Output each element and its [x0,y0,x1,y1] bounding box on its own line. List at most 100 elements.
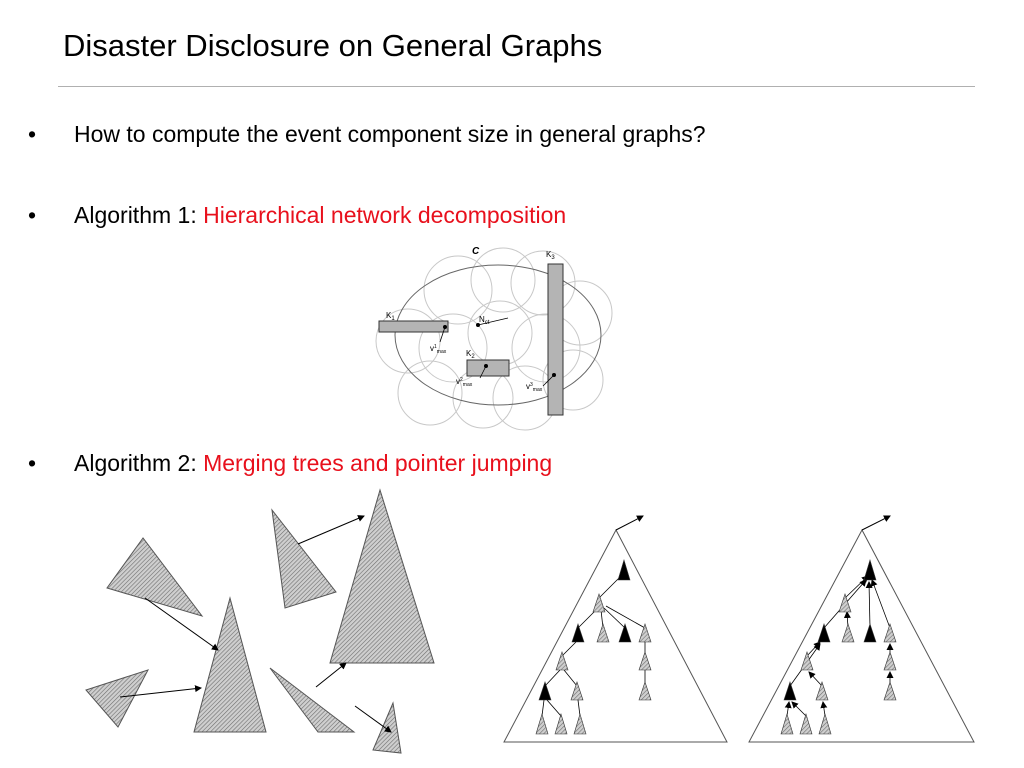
cluster-circle [467,300,533,366]
label-v1: v1max [430,344,447,355]
label-k1: K1 [386,311,395,322]
tree-edge [806,641,821,657]
tree-node [780,712,794,735]
tree-node-dark [617,558,631,581]
bullet-text-main: How to compute the event component size … [74,121,706,147]
tree-edge [870,579,891,629]
forest-tree [271,508,337,609]
tree-edge [605,605,646,629]
tree-edge [563,669,578,687]
tree-edge [865,581,873,629]
forest-tree [372,701,402,754]
label-v2-main: v [456,377,460,386]
tree-node [535,712,549,735]
tree-node [883,623,897,643]
cluster-circle [397,360,463,426]
label-c: C [472,246,480,257]
tree-node-dark [863,623,877,643]
slide-title: Disaster Disclosure on General Graphs [63,28,603,63]
tree-edge [603,607,626,629]
label-n-sub: ct [485,320,490,326]
forest-tree [269,667,356,733]
root-pointer [861,515,891,531]
cluster-circle [511,313,581,383]
bullet-dot: • [28,202,37,228]
forest-pointers [119,515,392,733]
cluster-circle [510,250,576,316]
tree-edge [791,701,807,717]
pointer-arrow [119,685,202,698]
tree-node [638,623,652,643]
label-k1-main: K [386,311,392,320]
pointer-line [477,317,509,326]
label-k3-main: K [546,250,552,259]
pointer-arrow [354,705,392,733]
k3-bar [547,263,564,416]
label-v2: v2max [456,377,473,388]
pointer-lines [439,317,555,387]
pointer-line [479,365,487,379]
title-divider [58,86,975,87]
pointer-arrow [297,515,365,545]
label-v3-max: max [533,387,543,393]
bullet-text-main: Algorithm 2: [74,450,204,476]
tree-node [818,712,832,735]
tree-nodes [780,558,897,735]
label-k2-main: K [466,349,472,358]
label-k3: K3 [546,250,555,261]
tree-node [838,593,852,613]
cluster-circle [418,313,488,383]
label-v3-sup: 3 [530,382,533,388]
label-v3-main: v [526,382,530,391]
tree-node [570,681,584,701]
tree-node [638,681,652,701]
tree-edge [808,671,823,687]
cluster-circle [423,255,493,325]
bullet-dot: • [28,121,37,147]
tree-node [883,681,897,701]
bullet-text: Algorithm 1: Hierarchical network decomp… [74,202,566,229]
tree-node [800,651,814,671]
label-k2-sub: 2 [471,354,475,360]
pointer-arrow [315,662,347,688]
tree-node-dark [817,623,831,643]
tree-edge [561,641,577,657]
tree-edge [820,701,828,717]
tree-node-dark [618,623,632,643]
tree-node [592,593,606,613]
forest-triangles [85,488,435,754]
bullet-text-main: Algorithm 1: [74,202,204,228]
tree-edges [784,575,894,717]
bullet-highlight: Hierarchical network decomposition [203,202,567,228]
forest-tree [106,537,204,617]
tree-node [554,712,568,735]
forest-tree [85,669,150,728]
tree-node-dark [783,681,797,701]
tree-node-dark [863,558,877,581]
label-n-main: N [479,315,485,324]
pointer-line [542,374,555,387]
tree-node [815,681,829,701]
forest-tree [193,596,267,733]
tree-node [596,623,610,643]
tree-b [748,515,975,743]
tree-nodes [535,558,652,735]
label-v1-main: v [430,344,434,353]
tree-node [799,712,813,735]
label-k3-sub: 3 [551,255,555,261]
tree-edges [541,572,646,717]
component-ellipse [394,264,602,406]
label-v2-sup: 2 [460,377,463,383]
label-v3: v3max [526,382,543,393]
tree-node [638,651,652,671]
label-v1-max: max [437,349,447,355]
tree-edge [546,699,562,717]
tree-a [503,515,728,743]
bullet-dot: • [28,450,37,476]
k1-bar [378,320,449,333]
tree-node [573,712,587,735]
tree-node [883,651,897,671]
bullet-text: Algorithm 2: Merging trees and pointer j… [74,450,552,477]
bullet-highlight: Merging trees and pointer jumping [203,450,553,476]
